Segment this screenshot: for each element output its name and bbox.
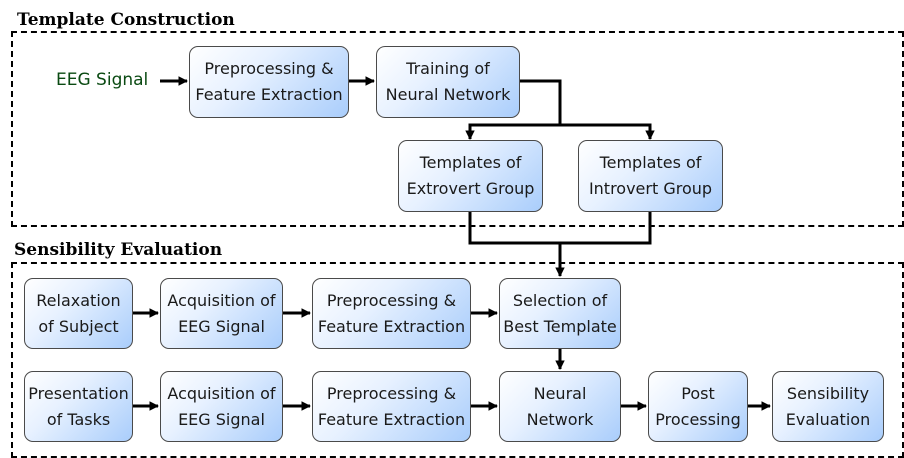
preprocessing-1-line-1: Preprocessing & [326, 290, 457, 310]
training-line-1: Training of [406, 59, 490, 78]
relaxation-line-2: of Subject [38, 316, 119, 336]
neural-network-box: Neural Network [499, 371, 621, 442]
selection-line-1: Selection of [512, 290, 608, 310]
relaxation-line-1: Relaxation [36, 290, 121, 310]
presentation-of-tasks-box: Presentation of Tasks [24, 371, 133, 442]
sensibility-evaluation-title: Sensibility Evaluation [14, 240, 223, 260]
acquisition-1-line-1: Acquisition of [167, 290, 276, 310]
neural-network-line-2: Network [526, 409, 594, 429]
extrovert-line-2: Extrovert Group [406, 179, 535, 198]
extrovert-line-1: Templates of [419, 153, 522, 172]
neural-network-line-1: Neural [533, 383, 587, 403]
preprocessing-line-1: Preprocessing & [204, 59, 334, 78]
presentation-line-2: of Tasks [46, 409, 111, 429]
relaxation-of-subject-box: Relaxation of Subject [24, 278, 133, 349]
acquisition-eeg-box-2: Acquisition of EEG Signal [160, 371, 283, 442]
selection-line-2: Best Template [503, 316, 617, 336]
sensibility-line-2: Evaluation [785, 409, 871, 429]
template-construction-title: Template Construction [17, 10, 235, 30]
training-neural-network-box: Training of Neural Network [376, 46, 520, 118]
template-construction-frame [11, 31, 904, 227]
acquisition-eeg-box-1: Acquisition of EEG Signal [160, 278, 283, 349]
eeg-signal-input-label: EEG Signal [56, 70, 149, 90]
connector-training-to-split [520, 79, 562, 125]
arrow-to-introvert-templates [560, 123, 655, 140]
sensibility-line-1: Sensibility [786, 383, 870, 403]
preprocessing-2-line-2: Feature Extraction [317, 409, 466, 429]
acquisition-2-line-2: EEG Signal [178, 409, 265, 429]
preprocessing-line-2: Feature Extraction [195, 85, 343, 104]
preprocessing-2-line-1: Preprocessing & [326, 383, 457, 403]
preprocessing-feature-extraction-box: Preprocessing & Feature Extraction [189, 46, 349, 118]
post-processing-line-2: Processing [655, 409, 741, 429]
preprocessing-1-line-2: Feature Extraction [317, 316, 466, 336]
acquisition-2-line-1: Acquisition of [167, 383, 276, 403]
acquisition-1-line-2: EEG Signal [178, 316, 265, 336]
post-processing-box: Post Processing [648, 371, 748, 442]
preprocessing-feature-extraction-box-2: Preprocessing & Feature Extraction [312, 371, 471, 442]
connector-templates-merge [468, 212, 652, 245]
extrovert-templates-box: Templates of Extrovert Group [398, 140, 543, 212]
sensibility-evaluation-frame [11, 262, 904, 458]
introvert-line-2: Introvert Group [588, 179, 713, 198]
post-processing-line-1: Post [681, 383, 715, 403]
preprocessing-feature-extraction-box-1: Preprocessing & Feature Extraction [312, 278, 471, 349]
presentation-line-1: Presentation [28, 383, 129, 403]
arrow-to-extrovert-templates [465, 123, 560, 140]
selection-best-template-box: Selection of Best Template [499, 278, 621, 349]
introvert-line-1: Templates of [599, 153, 702, 172]
sensibility-evaluation-box: Sensibility Evaluation [772, 371, 884, 442]
training-line-2: Neural Network [385, 85, 511, 104]
introvert-templates-box: Templates of Introvert Group [578, 140, 723, 212]
